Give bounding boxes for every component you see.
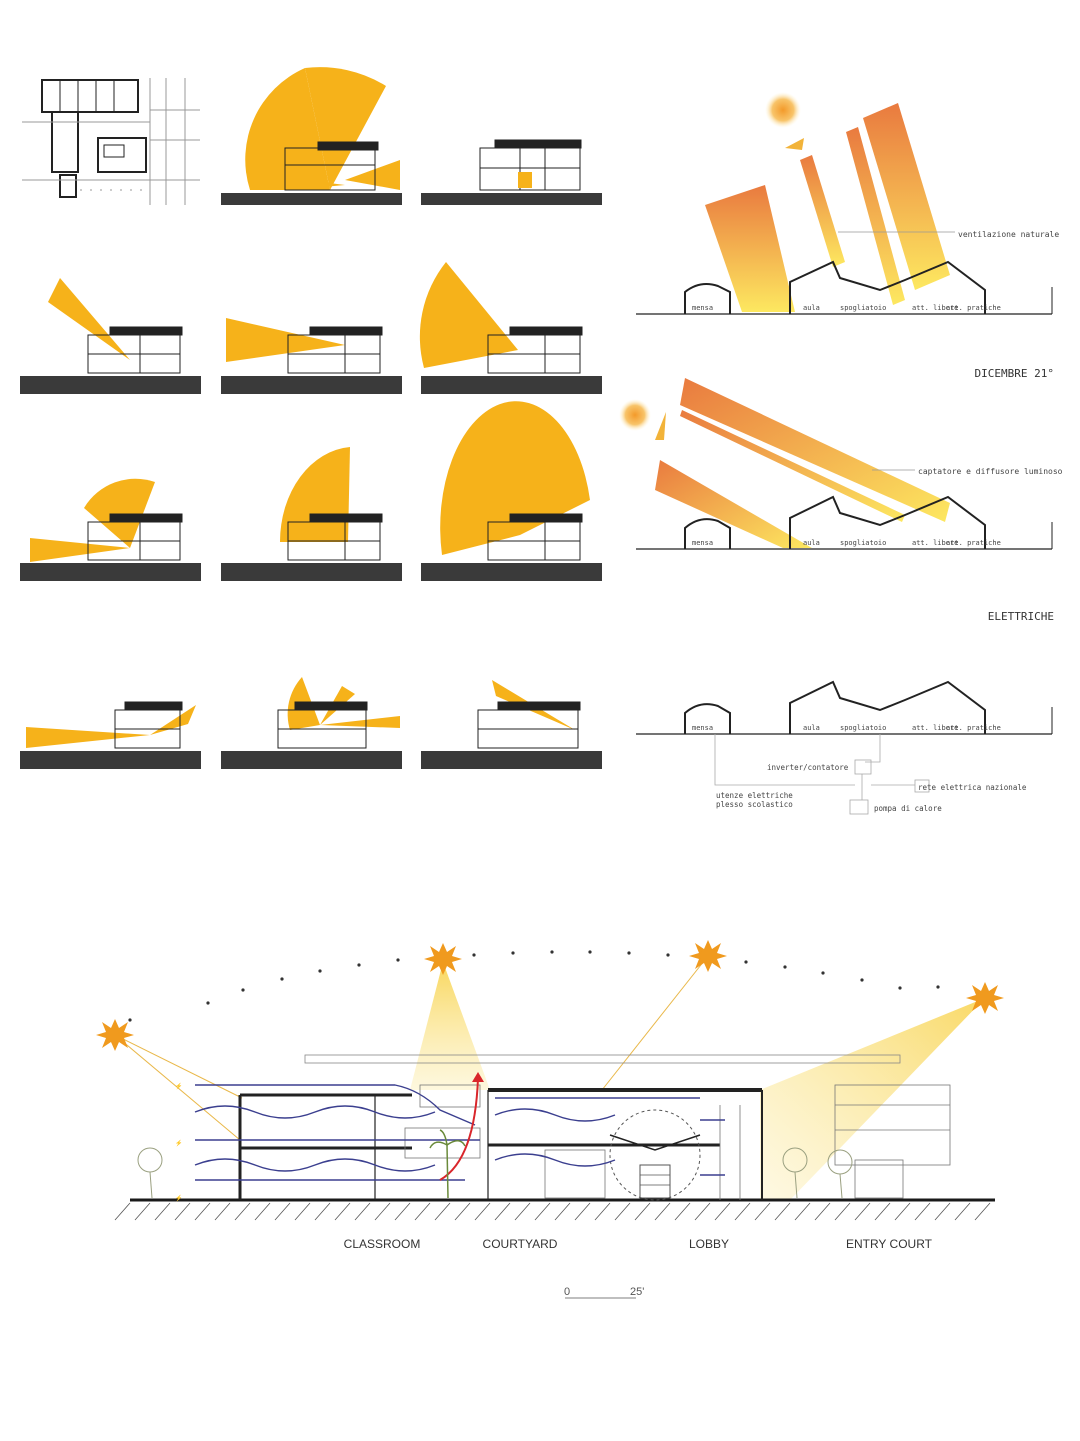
room-label: att. pratiche	[946, 539, 1001, 547]
sun-icon	[966, 982, 1004, 1014]
scale-bar: 0 25'	[564, 1286, 644, 1299]
sun-study-r4c1	[20, 701, 201, 769]
big-section: ⚡ ⚡ ⚡ CLASSROOM COURTYARD LOBBY ENTRY CO…	[96, 940, 1004, 1299]
label-users-2: plesso scolastico	[716, 800, 793, 809]
room-label: aula	[803, 539, 820, 547]
section-panel-3: mensa aula spogliatoio att. libere att. …	[636, 680, 1053, 815]
ground-hatch	[114, 1202, 991, 1221]
room-label: mensa	[692, 304, 713, 312]
label-classroom: CLASSROOM	[344, 1237, 421, 1251]
room-label: aula	[803, 724, 820, 732]
sun-study-r2c3	[419, 262, 602, 394]
sun-study-r4c2	[221, 677, 402, 769]
label-courtyard: COURTYARD	[483, 1237, 558, 1251]
label-lobby: LOBBY	[689, 1237, 729, 1251]
sun-study-r3c3	[421, 401, 602, 581]
svg-text:⚡: ⚡	[175, 1082, 182, 1090]
room-label: spogliatoio	[840, 304, 886, 312]
panel-title-electrical: ELETTRICHE	[988, 610, 1054, 623]
section-panel-1: ventilazione naturale mensa aula spoglia…	[636, 92, 1059, 315]
sun-study-r3c2	[221, 447, 402, 581]
room-label: att. libere	[912, 304, 958, 312]
sun-icon	[765, 92, 801, 128]
floor-plan	[22, 78, 200, 205]
sun-study-r4c3	[421, 680, 602, 769]
tree-icon	[137, 1147, 853, 1199]
room-label: att. libere	[912, 539, 958, 547]
hot-air-arrow	[439, 1077, 479, 1181]
scale-start: 0	[564, 1286, 570, 1298]
room-label: att. pratiche	[946, 304, 1001, 312]
room-label: spogliatoio	[840, 539, 886, 547]
electrical-wiring	[714, 734, 930, 815]
sun-study-r3c1	[20, 478, 201, 581]
svg-text:⚡: ⚡	[175, 1139, 182, 1147]
sun-study-r1c3	[421, 139, 602, 205]
label-users-1: utenze elettriche	[716, 791, 793, 800]
sun-study-r2c1	[20, 278, 201, 394]
airflow-lines	[194, 1084, 725, 1181]
palm-icon	[429, 1129, 466, 1199]
label-grid: rete elettrica nazionale	[918, 783, 1027, 792]
sun-study-r1c2	[221, 67, 402, 205]
room-label: mensa	[692, 539, 713, 547]
sun-study-grid	[20, 67, 602, 769]
annotation-light-collector: captatore e diffusore luminoso	[918, 467, 1063, 476]
room-label: spogliatoio	[840, 724, 886, 732]
sun-study-r2c2	[221, 318, 402, 394]
scale-end: 25'	[630, 1286, 644, 1298]
annotation-ventilation: ventilazione naturale	[958, 230, 1059, 239]
room-label: att. libere	[912, 724, 958, 732]
label-entry-court: ENTRY COURT	[846, 1237, 933, 1251]
room-label: mensa	[692, 724, 713, 732]
room-label: aula	[803, 304, 820, 312]
svg-text:⚡: ⚡	[175, 1194, 182, 1202]
sun-icon	[619, 399, 651, 431]
section-panel-2: captatore e diffusore luminoso mensa aul…	[619, 378, 1063, 550]
panel-title-december: DICEMBRE 21°	[975, 367, 1054, 380]
sun-path-dots	[128, 950, 940, 1022]
label-heat-pump: pompa di calore	[874, 804, 942, 813]
sun-icon	[96, 1019, 134, 1051]
sun-icon	[424, 943, 462, 975]
label-inverter: inverter/contatore	[767, 763, 849, 772]
room-label: att. pratiche	[946, 724, 1001, 732]
sun-icon	[689, 940, 727, 972]
